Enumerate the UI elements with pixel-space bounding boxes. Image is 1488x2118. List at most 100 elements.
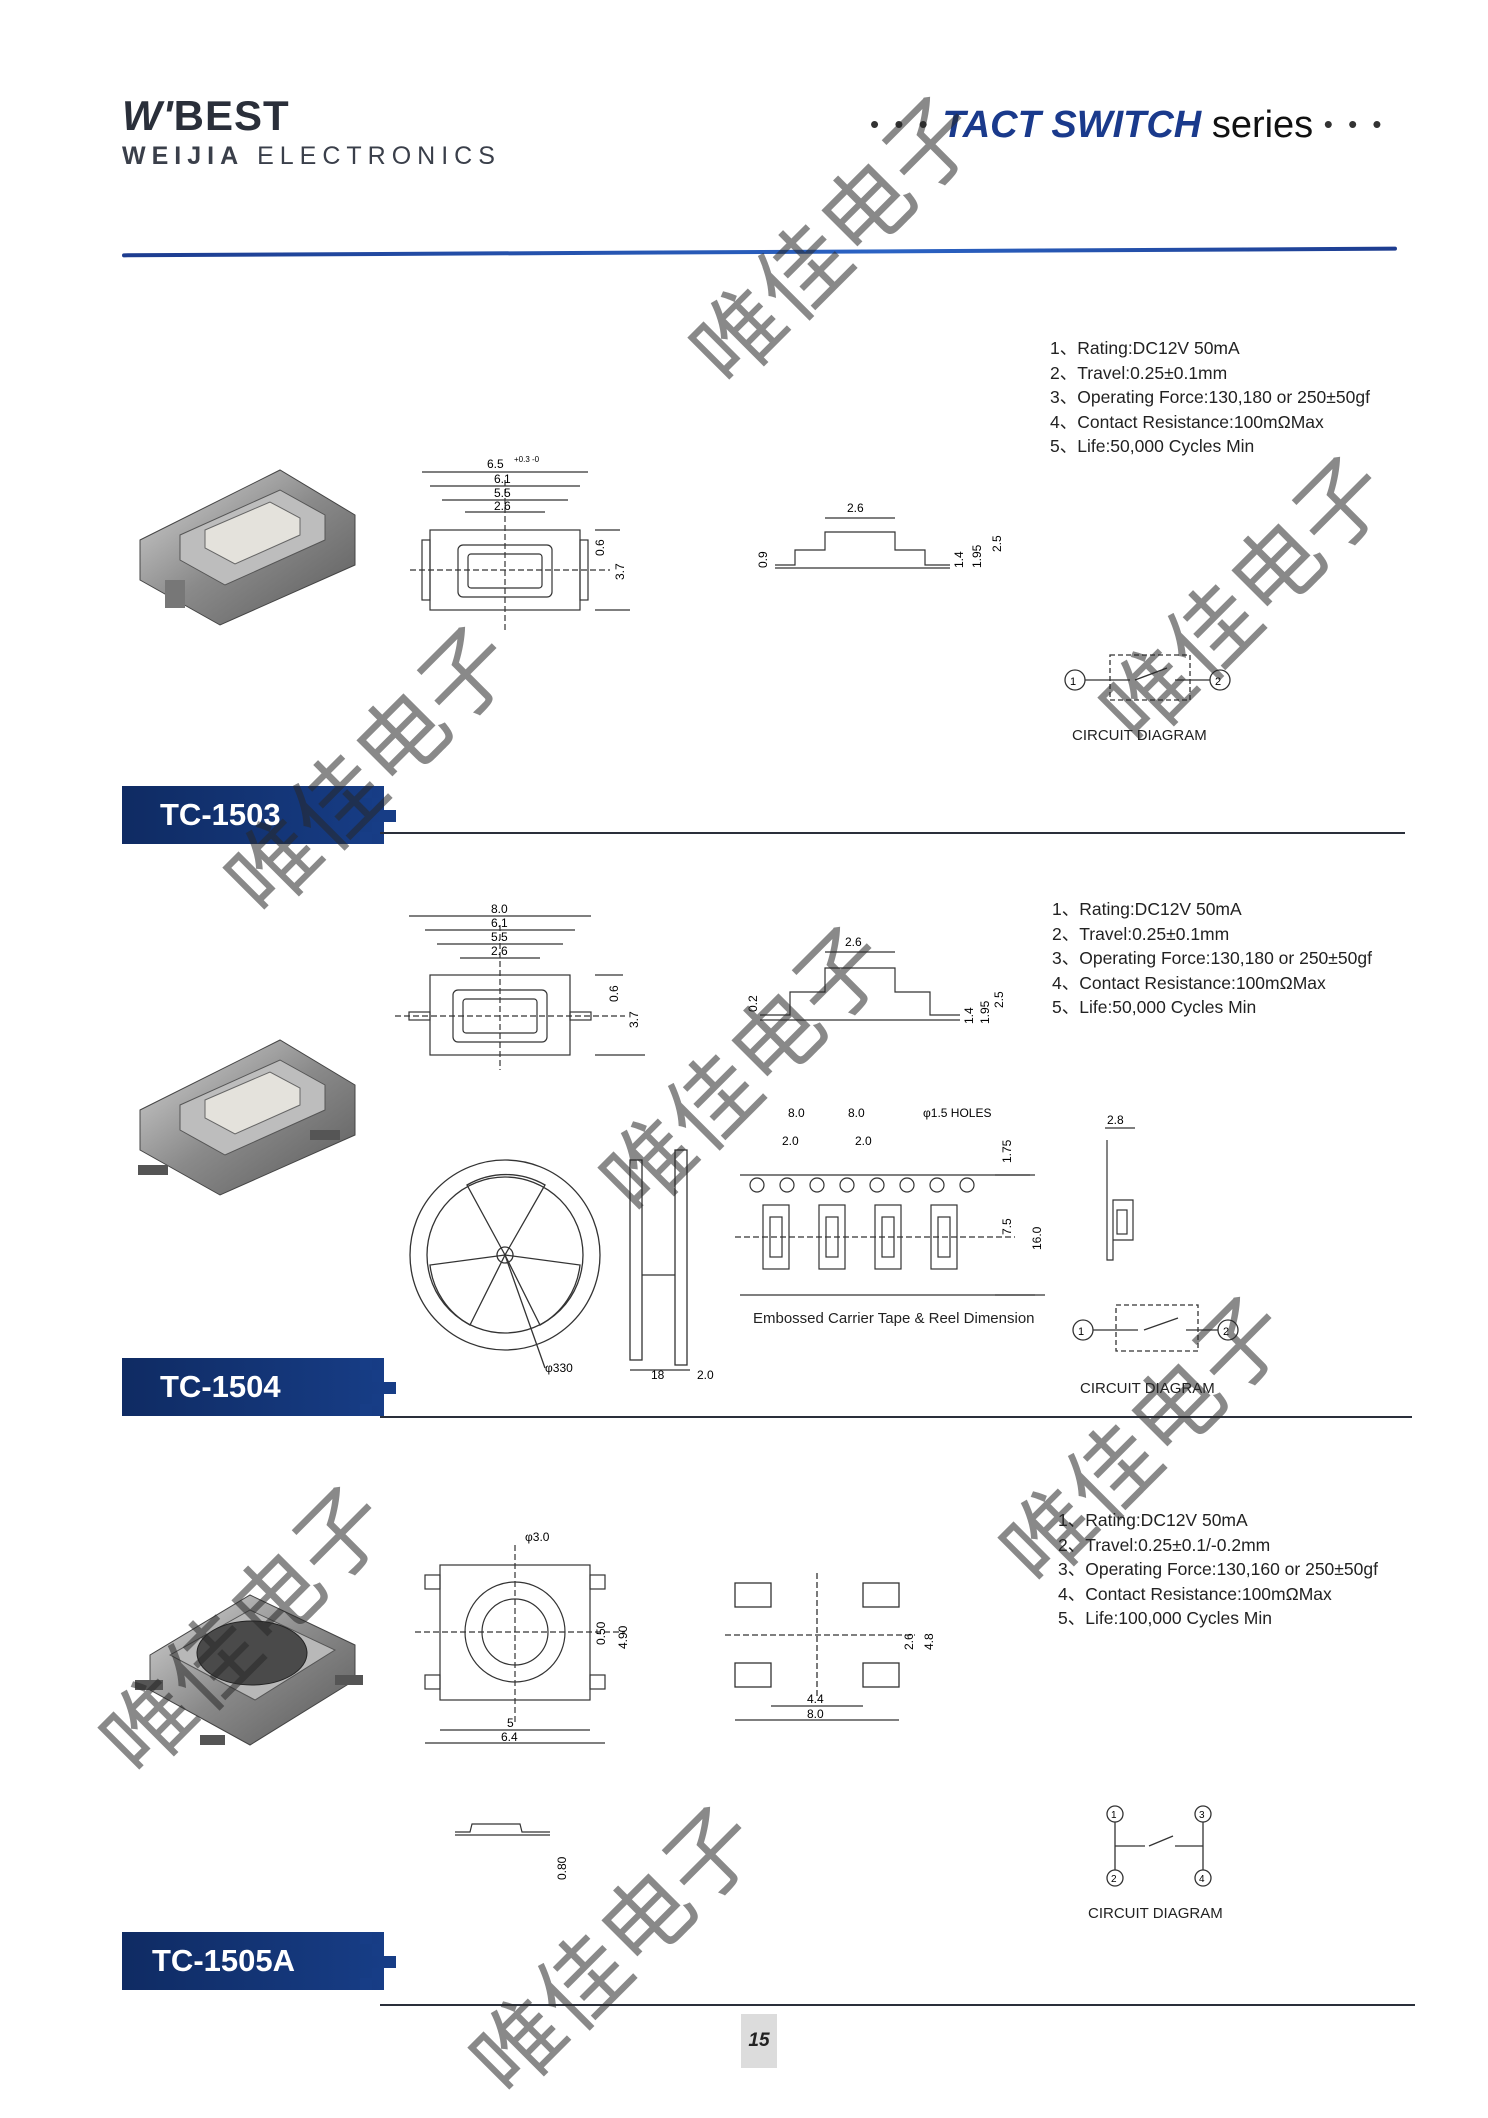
dim-label: 7.5 [1000,1218,1014,1235]
company-name: WEIJIA ELECTRONICS [122,142,501,171]
dim-label: 3.7 [613,563,627,580]
dim-label: 1.4 [962,1007,976,1024]
spec-item: 4、Contact Resistance:100mΩMax [1052,972,1326,993]
dim-label: 2.6 [902,1633,916,1650]
side-view-drawing-tc1505a: 0.80 [455,1823,569,1880]
pin-label: 3 [1199,1810,1205,1821]
model-bar-steps [360,1358,408,1416]
dim-label: 1.4 [952,551,966,568]
dim-tolerance: +0.3 -0 [514,455,540,464]
dim-label: 4.8 [922,1633,936,1650]
dim-label: 6.4 [501,1730,518,1744]
dim-label: 2.6 [491,944,508,958]
brand-mark: W' [122,92,174,139]
circuit-diagram-tc1504: 1 2 [1072,1304,1239,1352]
spec-item: 5、Life:50,000 Cycles Min [1050,436,1255,456]
model-bar-steps [360,786,408,844]
model-label-tc1503: TC-1503 [122,786,384,844]
product-photo-tc1505a [135,1594,363,1746]
dim-label: 0.6 [607,985,621,1002]
company-name-rest: ELECTRONICS [244,142,501,170]
spec-item: 2、Travel:0.25±0.1mm [1050,362,1228,383]
dim-label: 18 [651,1368,665,1382]
top-view-drawing-tc1505a: φ3.0 0.50 4.90 5 6.4 [415,1530,630,1744]
dim-label: 0.80 [555,1856,569,1880]
company-name-bold: WEIJIA [122,142,245,170]
spec-item: 3、Operating Force:130,180 or 250±50gf [1052,948,1372,968]
spec-item: 2、Travel:0.25±0.1/-0.2mm [1058,1534,1271,1555]
dim-label: 2.6 [845,935,862,949]
page-number: 15 [741,2014,777,2068]
model-label-tc1505a: TC-1505A [122,1932,384,1990]
side-view-drawing-tc1504: 2.6 0.2 1.4 1.95 2.5 [746,935,1006,1024]
spec-item: 1、Rating:DC12V 50mA [1052,899,1242,919]
dim-label: 8.0 [807,1707,824,1721]
dim-label: 5 [507,1716,514,1730]
pin-label: 2 [1223,1326,1229,1338]
spec-item: 1、Rating:DC12V 50mA [1050,338,1240,358]
dim-label: 0.9 [756,551,770,568]
dim-label: 1.95 [970,544,984,568]
spec-item: 3、Operating Force:130,180 or 250±50gf [1050,387,1370,407]
tape-profile-drawing: 2.8 [1105,1113,1135,1261]
dim-label: 3.7 [627,1011,641,1028]
dim-label: 0.6 [593,539,607,556]
pad-layout-drawing: 2.6 4.8 4.4 8.0 [725,1573,936,1721]
product-photo-tc1503 [139,469,356,626]
top-view-drawing-tc1503: 6.5 +0.3 -0 6.1 5.5 2.6 0.6 3.7 [410,455,630,630]
dim-label: φ3.0 [525,1530,550,1544]
pin-label: 4 [1199,1874,1205,1885]
spec-list-tc1505a: 1、Rating:DC12V 50mA 2、Travel:0.25±0.1/-0… [1058,1508,1378,1631]
pin-label: 1 [1078,1326,1084,1338]
spec-item: 5、Life:50,000 Cycles Min [1052,997,1257,1017]
dim-label: 2.0 [782,1134,799,1148]
pin-label: 1 [1070,676,1076,688]
dim-label: 2.6 [494,499,511,513]
dim-label: 8.0 [788,1106,805,1120]
dim-label: 6.1 [494,472,511,486]
circuit-caption: CIRCUIT DIAGRAM [1080,1380,1215,1397]
dim-label: 2.6 [847,501,864,515]
pin-label: 1 [1111,1810,1117,1821]
dim-label: 5.5 [494,486,511,500]
watermark: 唯佳电子 [206,606,536,936]
dim-label: 4.90 [616,1625,630,1649]
dim-label: 2.5 [992,991,1006,1008]
circuit-diagram-tc1505a: 1 2 3 4 [1106,1805,1212,1887]
product-photo-tc1504 [138,1039,356,1196]
watermark: 唯佳电子 [1081,436,1411,766]
watermark: 唯佳电子 [671,76,1001,406]
circuit-caption: CIRCUIT DIAGRAM [1072,727,1207,744]
top-view-drawing-tc1504: 8.0 6.1 5.5 2.6 0.6 3.7 [395,902,645,1070]
circuit-caption: CIRCUIT DIAGRAM [1088,1905,1223,1922]
spec-item: 5、Life:100,000 Cycles Min [1058,1608,1272,1628]
dim-label: 1.75 [1000,1139,1014,1163]
tape-caption: Embossed Carrier Tape & Reel Dimension [753,1310,1035,1327]
circuit-diagram-tc1503: 1 2 [1064,654,1231,701]
dim-label: 2.8 [1107,1113,1124,1127]
section-rule [380,2004,1415,2006]
dim-label: 1.95 [978,1000,992,1024]
series-word: series [1211,104,1314,146]
dim-label: 2.0 [855,1134,872,1148]
dim-label: 6.1 [491,916,508,930]
dim-label: 8.0 [848,1106,865,1120]
dim-label: φ330 [545,1361,573,1375]
brand-logo: W'BEST [122,92,290,140]
dim-label: 2.0 [697,1368,714,1382]
side-view-drawing-tc1503: 2.6 0.9 1.4 1.95 2.5 [756,501,1004,569]
reel-drawing: φ330 18 2.0 [409,1149,714,1382]
carrier-tape-drawing: 8.0 8.0 2.0 2.0 φ1.5 HOLES 1.75 7.5 16.0 [735,1106,1045,1296]
spec-list-tc1503: 1、Rating:DC12V 50mA 2、Travel:0.25±0.1mm … [1050,336,1370,459]
dim-label: 6.5 [487,457,504,471]
series-dots-left: • • • [870,109,932,139]
dim-label: 5.5 [491,930,508,944]
dim-label: 0.2 [746,995,760,1012]
series-accent: TACT SWITCH [942,104,1202,146]
dim-label: 16.0 [1030,1226,1044,1250]
model-bar-steps [360,1932,408,1990]
pin-label: 2 [1111,1874,1117,1885]
section-rule [380,1416,1412,1418]
spec-list-tc1504: 1、Rating:DC12V 50mA 2、Travel:0.25±0.1mm … [1052,897,1372,1020]
spec-item: 1、Rating:DC12V 50mA [1058,1510,1248,1530]
